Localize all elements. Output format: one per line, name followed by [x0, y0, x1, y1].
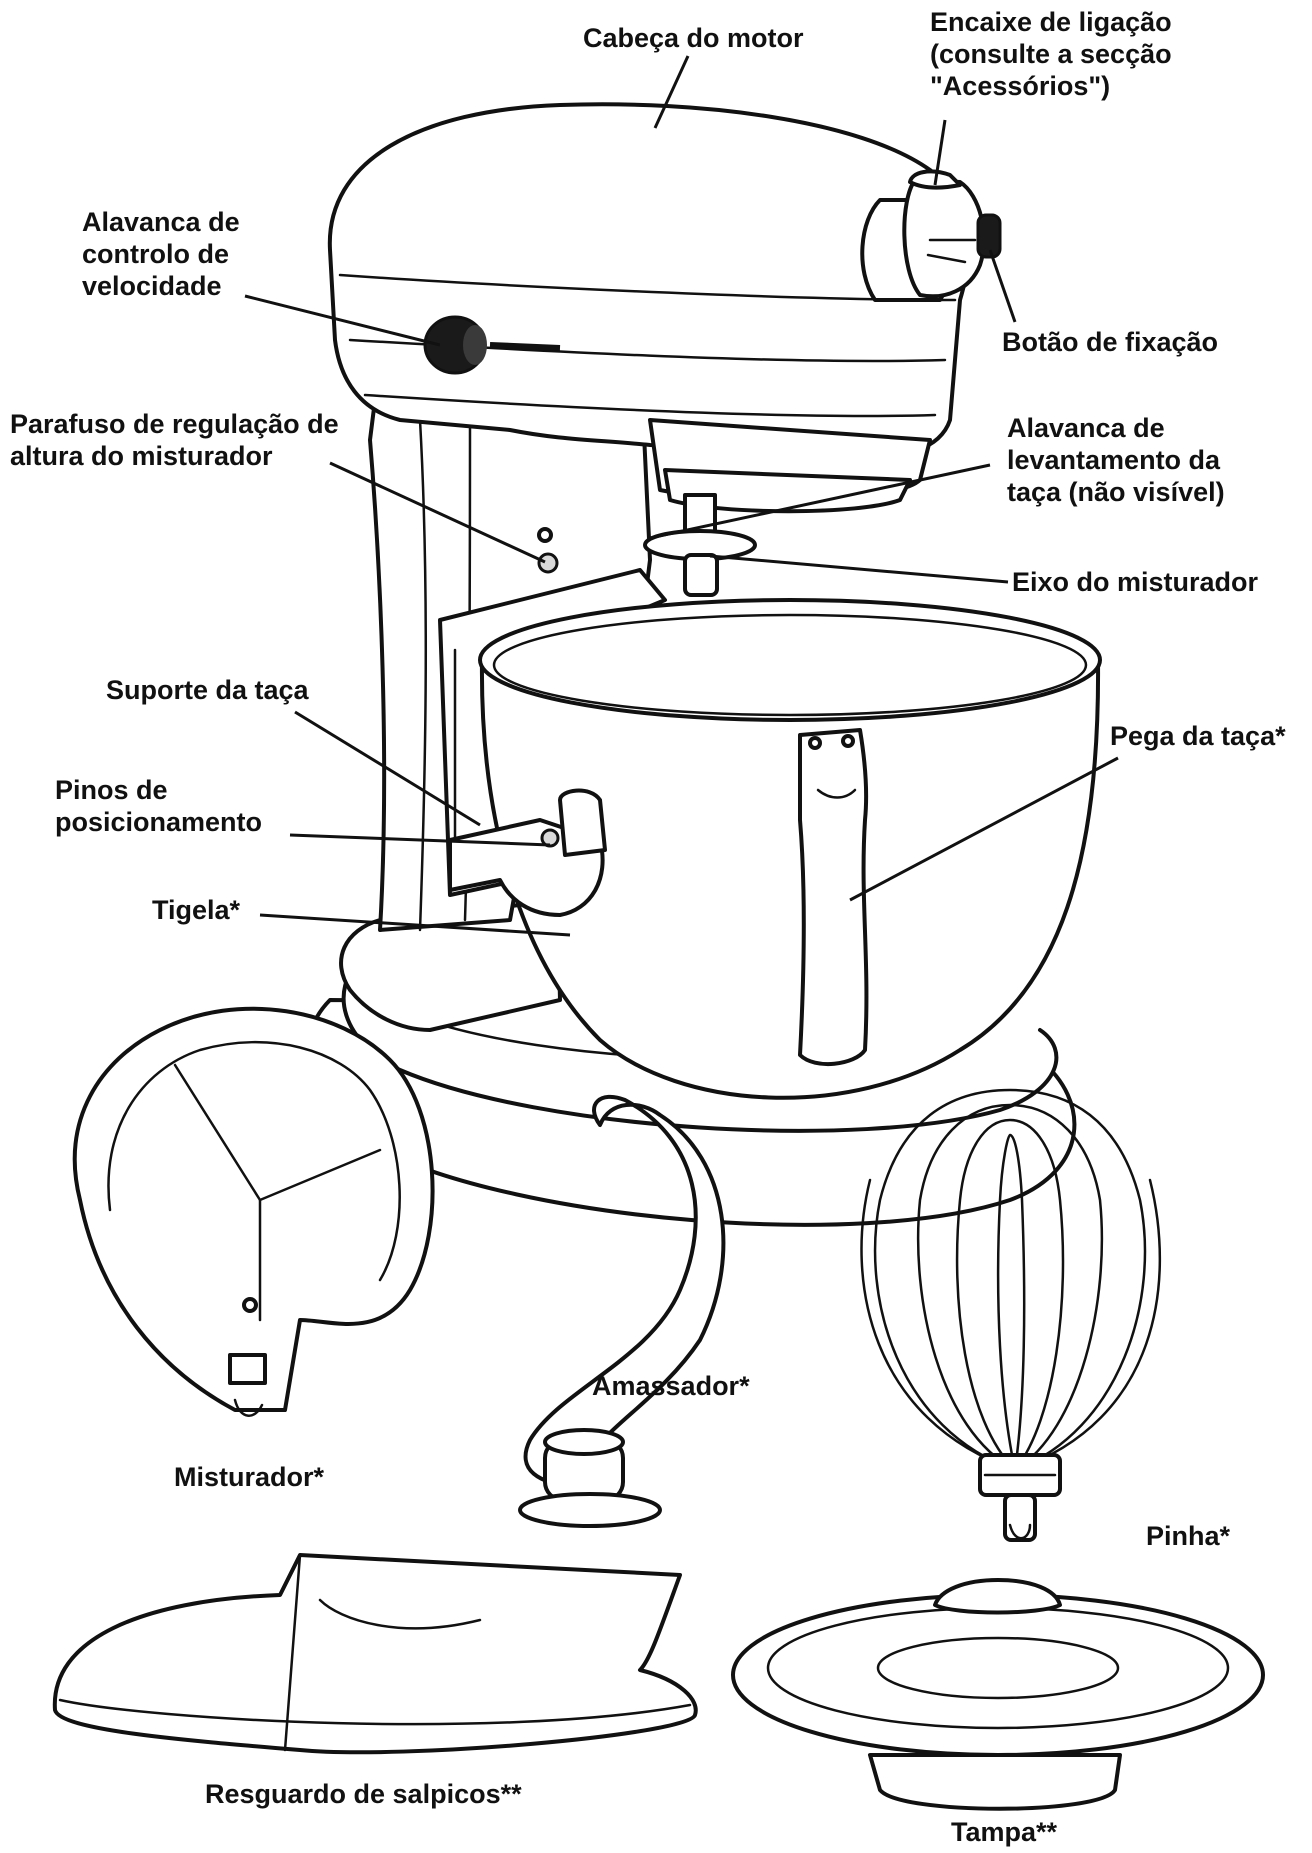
dough-hook [518, 1094, 726, 1528]
label-locating-pins: Pinos de posicionamento [55, 775, 263, 837]
label-bowl: Tigela* [152, 895, 241, 925]
label-beater-shaft: Eixo do misturador [1012, 567, 1259, 597]
leader-lines [244, 55, 1119, 937]
label-attachment-hub: Encaixe de ligação (consulte a secção "A… [930, 7, 1172, 101]
leader-height-screw [329, 461, 546, 564]
label-bowl-support: Suporte da taça [106, 675, 309, 705]
label-kneader: Amassador* [592, 1371, 750, 1401]
label-pouring-shield: Resguardo de salpicos** [205, 1779, 522, 1809]
leader-hub-knob [988, 249, 1017, 323]
mixing-bowl [478, 598, 1102, 1100]
leader-beater-shaft [709, 554, 1009, 584]
bowl-lid [731, 1578, 1265, 1811]
beater-shaft [643, 493, 757, 597]
label-whip: Pinha* [1146, 1521, 1231, 1551]
flat-beater [72, 1006, 435, 1417]
leader-bowl-handle [849, 756, 1119, 902]
label-hub-knob: Botão de fixação [1002, 327, 1219, 357]
label-bowl-lift-lever: Alavanca de levantamento da taça (não vi… [1007, 413, 1225, 507]
height-adjust-screw [537, 527, 559, 574]
label-lid: Tampa** [951, 1817, 1058, 1847]
label-flat-beater: Misturador* [174, 1462, 325, 1492]
wire-whip [860, 1088, 1162, 1542]
pouring-shield [52, 1553, 698, 1755]
label-motor-head: Cabeça do motor [583, 23, 804, 53]
motor-head [327, 102, 971, 514]
leader-motor-head [653, 55, 690, 129]
speed-control-knob [423, 315, 561, 375]
leader-bowl [259, 913, 571, 937]
leader-bowl-lift-lever [649, 463, 991, 540]
locating-pin [540, 828, 560, 848]
label-speed-control: Alavanca de controlo de velocidade [82, 207, 240, 301]
label-bowl-handle: Pega da taça* [1110, 721, 1286, 751]
bowl-handle [798, 728, 869, 1067]
leader-attachment-hub [933, 119, 947, 186]
label-height-screw: Parafuso de regulação de altura do mistu… [10, 409, 339, 471]
leader-speed-control [244, 294, 441, 347]
hub-knob [976, 213, 1002, 259]
leader-locating-pins [289, 833, 551, 847]
attachment-hub [860, 169, 1002, 302]
leader-bowl-support [294, 710, 481, 827]
